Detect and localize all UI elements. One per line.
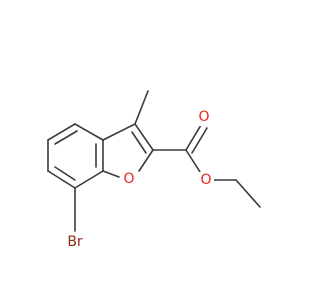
ring-oxygen-label: O: [123, 171, 134, 187]
bond: [47, 170, 76, 189]
bond: [185, 149, 201, 173]
bond: [134, 123, 154, 151]
double-bond-inner: [54, 130, 78, 145]
bromine-label: Br: [67, 234, 83, 250]
bond: [74, 170, 104, 189]
bond: [138, 149, 154, 172]
bond: [102, 170, 120, 178]
ester-oxygen-atom: O: [198, 172, 214, 188]
methyl-bond: [134, 90, 149, 125]
bond: [74, 123, 104, 141]
double-bond-inner: [131, 131, 147, 154]
ring-oxygen-atom: O: [121, 171, 137, 187]
carbonyl-oxygen-label: O: [198, 109, 209, 125]
bond: [235, 179, 261, 208]
molecule-structure-diagram: Br O O O: [47, 90, 261, 251]
bonds: [47, 90, 261, 232]
carbonyl-double-bond: [185, 124, 202, 151]
carbonyl-double-bond: [191, 127, 208, 154]
bromine-atom: Br: [63, 233, 87, 251]
ester-oxygen-label: O: [200, 172, 211, 188]
carbonyl-oxygen-atom: O: [196, 108, 212, 126]
bond: [102, 123, 136, 141]
double-bond-inner: [54, 166, 76, 181]
bond: [47, 123, 76, 141]
atom-labels: Br O O O: [63, 108, 214, 251]
